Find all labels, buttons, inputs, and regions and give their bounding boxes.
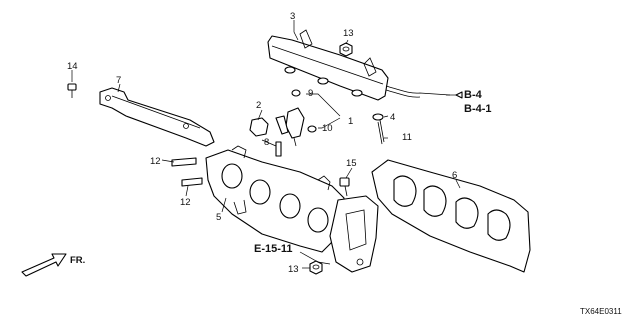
stud-bolt-11[interactable]	[377, 119, 385, 145]
nut-bottom[interactable]	[309, 260, 323, 275]
intake-gasket[interactable]	[371, 159, 531, 273]
collar-4[interactable]	[372, 113, 384, 121]
callouts: 3 13 14 7 9 2 4 1 10 11 8 12 15 6 12 5 1…	[67, 11, 457, 275]
seal-8[interactable]	[275, 141, 282, 157]
callout-3: 3	[290, 11, 295, 22]
ref-b4: B-4	[464, 89, 483, 101]
section-references: B-4 B-4-1 E-15-11	[254, 89, 492, 255]
callout-12-lower: 12	[180, 197, 191, 208]
front-direction-indicator: FR.	[21, 253, 85, 277]
callout-6: 6	[452, 170, 457, 181]
stud-bolt-12-upper[interactable]	[171, 157, 197, 167]
nut-top[interactable]	[339, 42, 353, 57]
callout-13-bottom: 13	[288, 264, 299, 275]
bolt-15[interactable]	[339, 177, 350, 197]
callout-13-top: 13	[343, 28, 354, 39]
callout-7: 7	[116, 75, 121, 86]
ref-b41: B-4-1	[464, 103, 492, 115]
callout-4: 4	[390, 112, 395, 123]
o-ring-9	[291, 89, 301, 97]
callout-9: 9	[308, 88, 313, 99]
callout-2: 2	[256, 100, 261, 111]
manifold-bracket[interactable]	[329, 195, 379, 273]
callout-5: 5	[216, 212, 221, 223]
injector-cover[interactable]	[99, 87, 215, 147]
callout-14: 14	[67, 61, 78, 72]
intake-manifold[interactable]	[205, 145, 345, 253]
fuel-injector[interactable]	[275, 89, 317, 147]
ref-arrow-b4	[455, 91, 463, 99]
diagram-code: TX64E0311	[580, 307, 622, 316]
callout-11: 11	[402, 132, 412, 143]
bolt-14[interactable]	[67, 83, 77, 98]
leader-lines	[71, 20, 461, 269]
callout-1: 1	[348, 116, 353, 127]
callout-10: 10	[322, 123, 333, 134]
callout-12-upper: 12	[150, 156, 161, 167]
stud-bolt-12-lower[interactable]	[181, 177, 203, 187]
ref-e1511: E-15-11	[254, 243, 293, 255]
seal-ring-10	[307, 125, 317, 133]
callout-8: 8	[264, 137, 269, 148]
front-label: FR.	[70, 255, 85, 266]
fuel-rail[interactable]	[267, 29, 451, 101]
callout-15: 15	[346, 158, 357, 169]
injector-clip[interactable]	[249, 117, 269, 137]
